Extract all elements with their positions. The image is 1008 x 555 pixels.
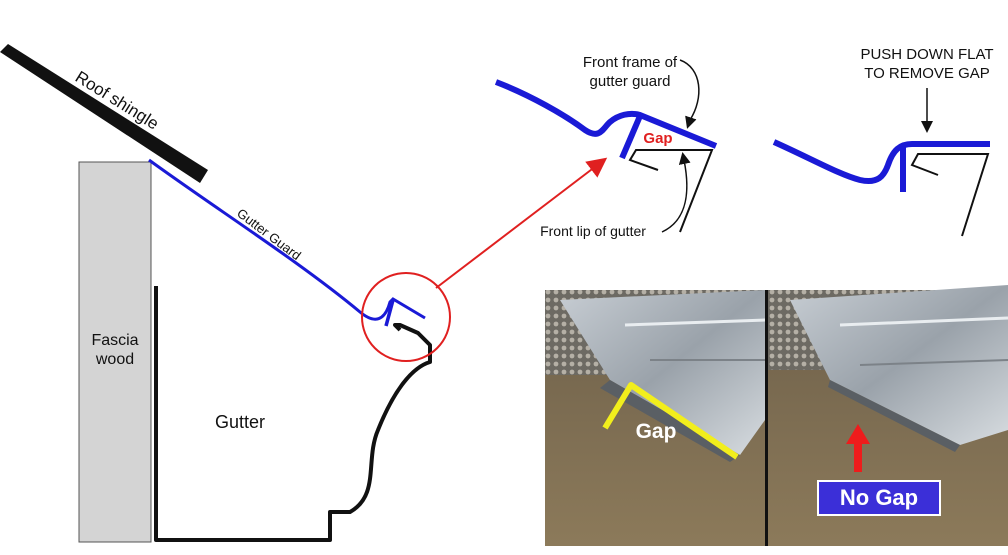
gutter-outline: [156, 286, 430, 540]
fascia-label-line2: wood: [95, 351, 134, 368]
push-down-label-line1: PUSH DOWN FLAT: [860, 46, 993, 63]
photo-gap-label: Gap: [636, 420, 677, 443]
photo-no-gap: No Gap: [768, 285, 1008, 546]
front-frame-label-line2: gutter guard: [590, 73, 671, 90]
fascia-label-line1: Fascia: [91, 332, 138, 349]
front-frame-label-line1: Front frame of: [583, 54, 678, 71]
detail-guard-frame: [496, 82, 716, 146]
push-down-label-line2: TO REMOVE GAP: [864, 65, 990, 82]
flat-guard-frame: [774, 142, 990, 181]
detail-gap-label: Gap: [643, 130, 672, 147]
photo-no-gap-label: No Gap: [840, 485, 918, 510]
gutter-label: Gutter: [215, 412, 265, 432]
detail-guard-front-tab: [622, 116, 640, 158]
gutter-guard-label: Gutter Guard: [234, 205, 304, 263]
photo-with-gap: Gap: [545, 290, 765, 546]
front-lip-label: Front lip of gutter: [540, 223, 646, 239]
detail-gutter-lip: [630, 150, 712, 232]
front-frame-callout: [680, 60, 699, 126]
flat-gutter-lip: [912, 154, 988, 236]
front-lip-callout: [662, 155, 687, 232]
